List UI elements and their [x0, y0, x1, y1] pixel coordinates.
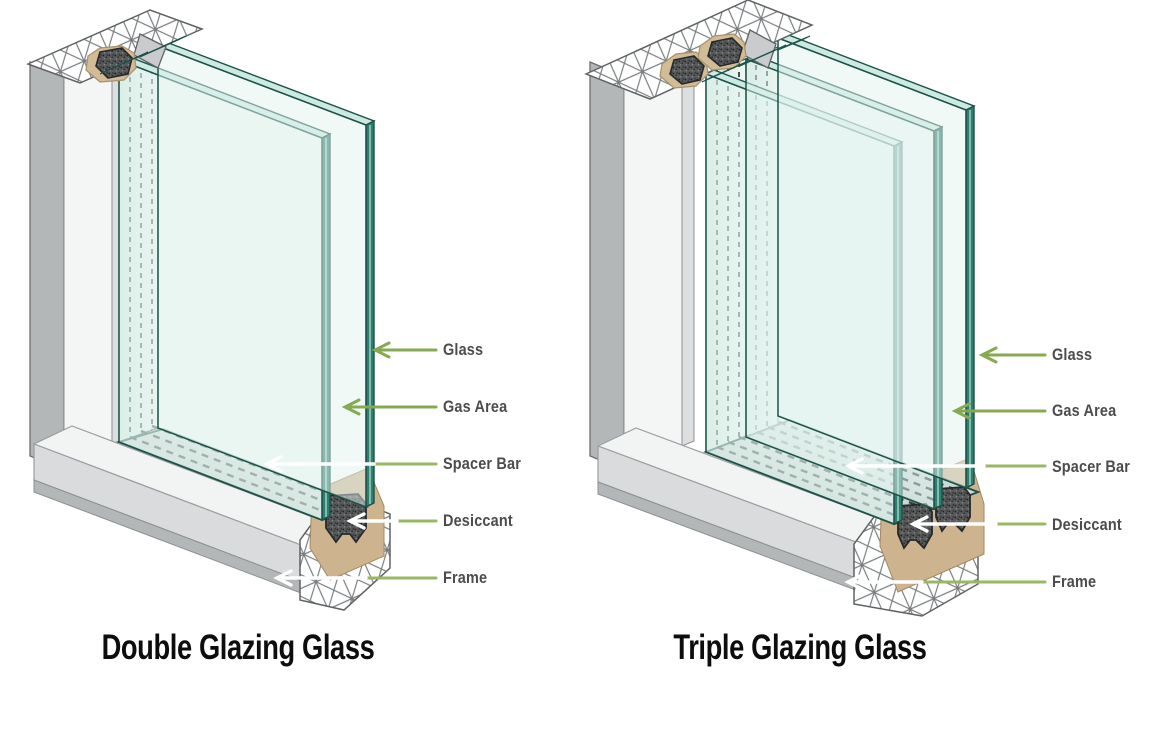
panel-triple-glazing: Glass Gas Area Spacer Bar Desiccant Fram…: [582, 0, 1164, 620]
frame-top-cross-section: [25, 9, 205, 84]
label-gas-area: Gas Area: [1052, 401, 1117, 420]
triple-glazing-diagram: [584, 0, 1047, 617]
title-double-glazing: Double Glazing Glass: [101, 628, 375, 667]
label-spacer-bar: Spacer Bar: [1052, 457, 1131, 476]
frame-top-cross-section: [584, 0, 814, 100]
gas-area-arrow: [341, 398, 438, 416]
frame-arrow: [273, 569, 438, 587]
desiccant-arrow: [346, 512, 438, 530]
spacer-bar-arrow: [844, 457, 1047, 475]
panel-double-glazing: Glass Gas Area Spacer Bar Desiccant Fram…: [0, 0, 582, 620]
title-triple-glazing: Triple Glazing Glass: [673, 628, 927, 667]
frame-jamb: [29, 53, 123, 471]
gas-area-arrow: [951, 402, 1047, 420]
desiccant-top: [669, 55, 705, 85]
label-frame: Frame: [443, 568, 488, 587]
label-frame: Frame: [1052, 572, 1097, 591]
label-desiccant: Desiccant: [443, 511, 513, 530]
pane-end-strip: [777, 35, 811, 51]
desiccant-top: [707, 37, 743, 67]
label-spacer-bar: Spacer Bar: [443, 454, 522, 473]
desiccant-top: [95, 47, 133, 79]
desiccant-arrow: [909, 515, 1047, 533]
label-gas-area: Gas Area: [443, 397, 508, 416]
label-desiccant: Desiccant: [1052, 515, 1122, 534]
glass-arrow: [978, 346, 1047, 364]
glazing-bead-cap: [133, 33, 167, 69]
frame-sill: [32, 425, 391, 611]
spacer-bar-arrow: [263, 455, 438, 473]
double-glazing-diagram: [25, 9, 438, 611]
glass-pane-3: [776, 33, 976, 490]
glass-pane-2: [156, 41, 376, 509]
label-glass: Glass: [1052, 345, 1093, 364]
label-glass: Glass: [443, 340, 484, 359]
frame-arrow: [844, 573, 1047, 591]
glass-arrow: [371, 341, 438, 359]
pane-end-strip: [99, 51, 149, 75]
pane-end-strip: [701, 60, 749, 83]
frame-jamb: [589, 49, 695, 471]
pane-end-strip: [139, 35, 187, 58]
pane-end-strip: [739, 44, 787, 67]
